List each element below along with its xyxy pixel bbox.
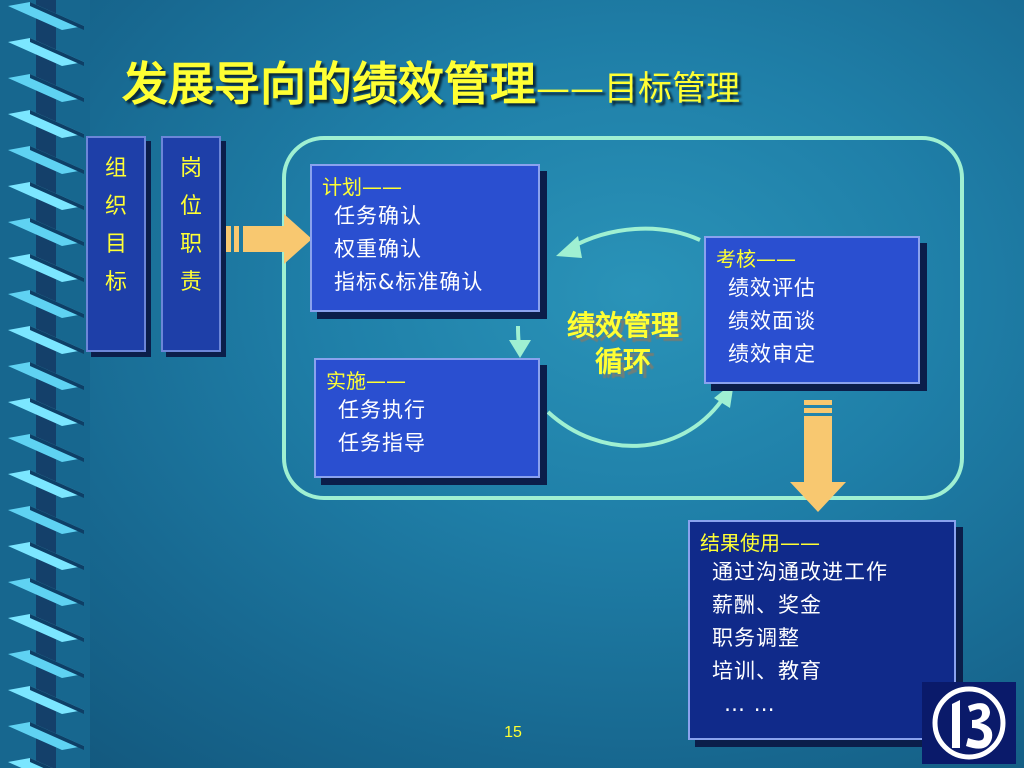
binding-ring-shadow (30, 650, 84, 678)
implement-box: 实施—— 任务执行 任务指导 (314, 358, 540, 478)
binding-ring-shadow (30, 470, 84, 498)
binding-ring (8, 506, 84, 534)
binding-ring (8, 614, 84, 642)
binding-ring (8, 218, 84, 246)
binding-ring-shadow (30, 686, 84, 714)
binding-ring (8, 182, 84, 210)
binding-ring (8, 2, 84, 30)
binding-ring-shadow (30, 578, 84, 606)
assess-item: 绩效评估 (728, 276, 816, 300)
binding-ring (8, 74, 84, 102)
cycle-frame (282, 136, 964, 500)
binding-ring-shadow (30, 434, 84, 462)
results-item: 通过沟通改进工作 (712, 560, 888, 584)
cycle-label-line1: 绩效管理 (566, 309, 679, 342)
binding-ring-shadow (30, 218, 84, 246)
results-item: 薪酬、奖金 (712, 593, 822, 617)
binding-ring-shadow (30, 614, 84, 642)
org-goal-label: 组织目标 (105, 156, 128, 295)
output-arrow (790, 400, 846, 512)
binding-ring-shadow (30, 362, 84, 390)
binding-ring-shadow (30, 326, 84, 354)
assess-item: 绩效面谈 (728, 309, 816, 333)
results-item: 职务调整 (712, 626, 800, 650)
binding-ring-shadow (30, 146, 84, 174)
cycle-label-line2: 循环 (594, 345, 651, 378)
circled-13-logo-icon (922, 682, 1016, 764)
binding-ring-shadow (30, 506, 84, 534)
binding-ring-shadow (30, 254, 84, 282)
implement-head: 实施—— (326, 369, 406, 393)
binding-ring (8, 578, 84, 606)
binding-ring (8, 362, 84, 390)
results-head: 结果使用—— (700, 531, 820, 555)
binding-ring (8, 434, 84, 462)
binding-ring (8, 110, 84, 138)
implement-item: 任务执行 (338, 398, 426, 422)
binding-ring (8, 38, 84, 66)
org-goal-box: 组织目标 (86, 136, 146, 352)
binding-ring (8, 254, 84, 282)
binding-ring (8, 650, 84, 678)
binding-ring (8, 398, 84, 426)
job-duty-box: 岗位职责 (161, 136, 221, 352)
binding-strip (0, 0, 90, 768)
assess-head: 考核—— (716, 247, 796, 271)
binding-ring-shadow (30, 290, 84, 318)
binding-ring-shadow (30, 2, 84, 30)
results-box: 结果使用—— 通过沟通改进工作 薪酬、奖金 职务调整 培训、教育 … … (688, 520, 956, 740)
cycle-label: 绩效管理 循环 (548, 308, 698, 380)
plan-item: 权重确认 (334, 237, 422, 261)
binding-ring-shadow (30, 110, 84, 138)
binding-ring (8, 542, 84, 570)
plan-item: 指标&标准确认 (334, 270, 484, 294)
title-sub: ——目标管理 (536, 69, 740, 109)
results-item: … … (724, 692, 776, 716)
page-number: 15 (504, 724, 522, 741)
binding-ring-shadow (30, 758, 53, 768)
binding-ring (8, 146, 84, 174)
plan-item: 任务确认 (334, 204, 422, 228)
slide-title: 发展导向的绩效管理——目标管理 (122, 48, 740, 118)
binding-ring-shadow (30, 38, 84, 66)
binding-ring (8, 290, 84, 318)
input-arrow (226, 214, 312, 264)
binding-ring (8, 326, 84, 354)
binding-ring (8, 722, 84, 750)
binding-ring-shadow (30, 74, 84, 102)
binding-ring-shadow (30, 398, 84, 426)
job-duty-label: 岗位职责 (180, 156, 203, 295)
implement-item: 任务指导 (338, 431, 426, 455)
assess-box: 考核—— 绩效评估 绩效面谈 绩效审定 (704, 236, 920, 384)
plan-head: 计划—— (322, 175, 402, 199)
assess-item: 绩效审定 (728, 342, 816, 366)
binding-ring-shadow (30, 182, 84, 210)
plan-box: 计划—— 任务确认 权重确认 指标&标准确认 (310, 164, 540, 312)
binding-ring-shadow (30, 542, 84, 570)
results-item: 培训、教育 (712, 659, 822, 683)
binding-ring (8, 686, 84, 714)
binding-ring (8, 470, 84, 498)
cycle-arrowheads (509, 236, 734, 408)
title-main: 发展导向的绩效管理 (122, 57, 536, 111)
binding-ring-shadow (30, 722, 84, 750)
